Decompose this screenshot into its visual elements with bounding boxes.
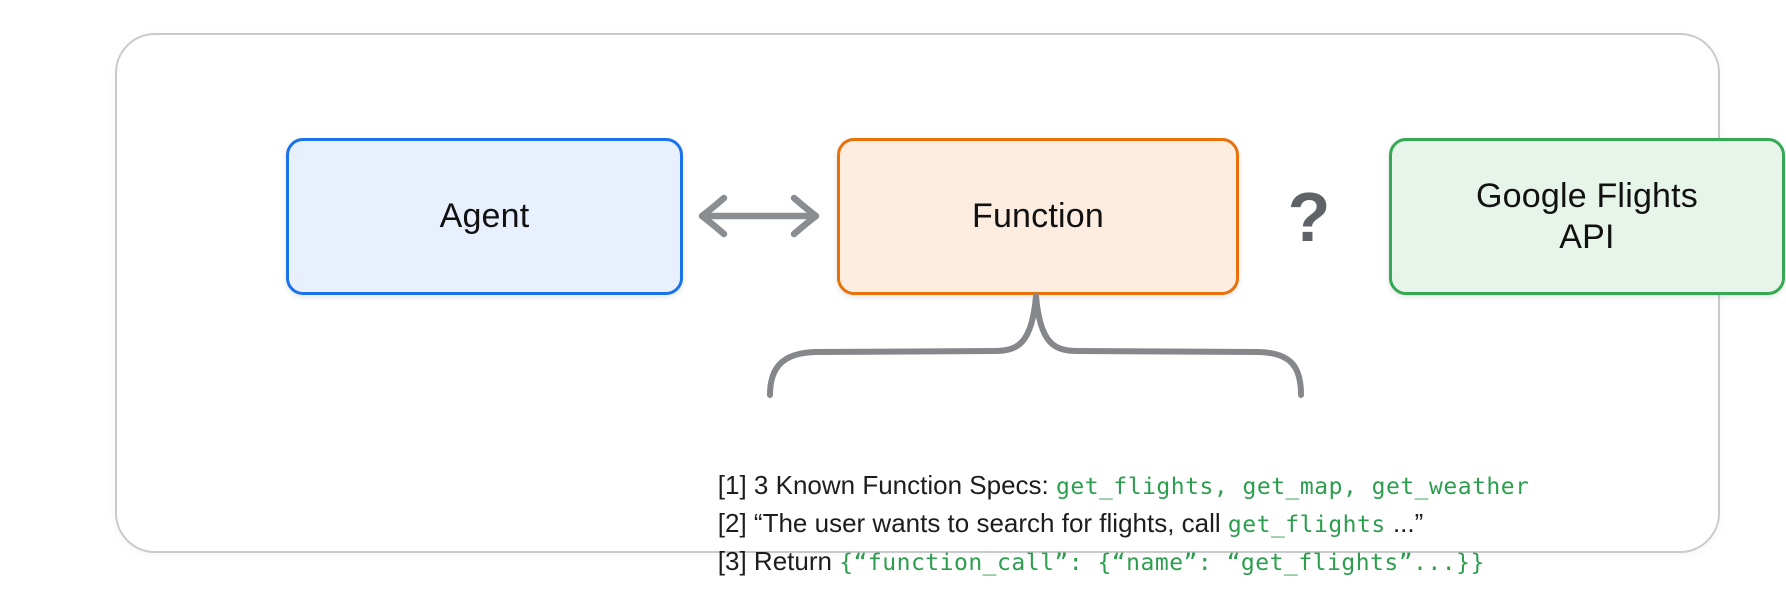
annotation-1-text: [1] 3 Known Function Specs: [717,470,1056,500]
question-mark: ? [1287,178,1331,256]
agent-box-label: Agent [439,197,530,236]
annotation-3-code: {“function_call”: {“name”: “get_flights”… [839,550,1485,576]
bidirectional-arrow-icon [698,194,820,238]
annotation-1-code: get_flights, get_map, get_weather [1056,474,1530,500]
agent-box: Agent [286,138,683,295]
google-flights-api-box: Google Flights API [1389,138,1785,295]
annotation-2-suffix: ...” [1385,508,1424,538]
annotation-line-1: [1] 3 Known Function Specs: get_flights,… [660,428,1760,500]
annotation-line-3: [3] Return {“function_call”: {“name”: “g… [660,504,1760,576]
annotation-2-text: [2] “The user wants to search for flight… [717,508,1228,538]
annotation-line-2: [2] “The user wants to search for flight… [660,466,1760,538]
function-box: Function [837,138,1239,295]
google-flights-api-box-label: Google Flights API [1475,177,1699,256]
annotation-list: [1] 3 Known Function Specs: get_flights,… [660,428,1760,576]
annotation-3-text: [3] Return [717,546,840,576]
function-box-label: Function [971,197,1104,236]
diagram-frame: Agent Function ? Google Flights API [1] … [115,33,1785,576]
curly-brace-icon [767,293,1304,398]
annotation-2-code: get_flights [1227,512,1386,538]
